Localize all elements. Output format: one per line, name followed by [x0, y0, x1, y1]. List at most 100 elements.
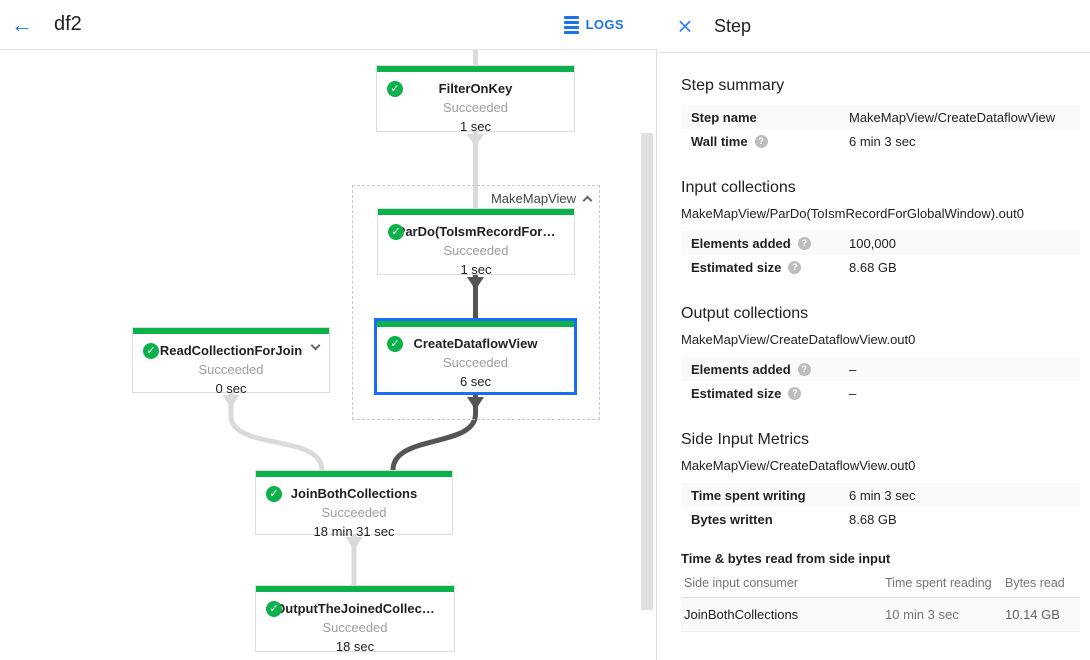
kv-label: Bytes written — [691, 511, 773, 527]
check-circle-icon: ✓ — [387, 81, 403, 97]
kv-row-time-spent-writing: Time spent writing 6 min 3 sec — [681, 483, 1080, 507]
graph-vertical-scrollbar[interactable] — [641, 133, 653, 610]
step-details-panel: × Step Step summary Step name MakeMapVie… — [658, 0, 1090, 660]
node-status: Succeeded — [321, 505, 387, 520]
node-status: Succeeded — [443, 243, 509, 258]
help-icon[interactable]: ? — [797, 236, 811, 250]
kv-label: Step name — [691, 109, 757, 125]
side-input-table: Side input consumer Time spent reading B… — [681, 570, 1080, 632]
graph-node-createdataflowview-selected[interactable]: ✓ CreateDataflowView Succeeded 6 sec — [374, 318, 577, 395]
side-input-collection-name: MakeMapView/CreateDataflowView.out0 — [681, 458, 916, 473]
cell-bytes-read: 10.14 GB — [1002, 597, 1080, 632]
step-summary-rows: Step name MakeMapView/CreateDataflowView… — [681, 105, 1080, 153]
kv-value: 8.68 GB — [849, 511, 897, 527]
top-bar: ← df2 LOGS — [0, 0, 658, 50]
logs-button[interactable]: LOGS — [563, 15, 624, 34]
group-label: MakeMapView — [490, 191, 576, 206]
kv-value: – — [849, 385, 857, 401]
node-status-bar — [133, 328, 329, 334]
kv-label: Elements added — [691, 235, 791, 251]
node-status-bar — [256, 471, 452, 477]
table-row: JoinBothCollections 10 min 3 sec 10.14 G… — [681, 597, 1080, 632]
side-input-metrics-heading: Side Input Metrics — [681, 431, 810, 448]
node-status: Succeeded — [322, 620, 388, 635]
kv-row-elements-added: Elements added ? – — [681, 357, 1080, 381]
chevron-up-icon — [582, 195, 593, 206]
check-circle-icon: ✓ — [387, 336, 403, 352]
input-collections-rows: Elements added ? 100,000 Estimated size … — [681, 231, 1080, 279]
table-header-row: Side input consumer Time spent reading B… — [681, 570, 1080, 598]
node-title: FilterOnKey — [438, 81, 513, 96]
node-time: 18 min 31 sec — [313, 524, 395, 539]
logs-list-icon — [563, 15, 579, 34]
job-graph-panel: MakeMapView ✓ FilterOnKey Succeeded 1 se… — [0, 50, 658, 660]
kv-value: – — [849, 361, 857, 377]
step-panel-header: × Step — [658, 0, 1090, 53]
node-time: 0 sec — [215, 381, 247, 396]
node-title: ParDo(ToIsmRecordFor… — [396, 224, 556, 239]
logs-button-label: LOGS — [585, 17, 624, 32]
chevron-down-icon[interactable] — [310, 340, 321, 351]
kv-row-estimated-size: Estimated size ? 8.68 GB — [681, 255, 1080, 279]
check-circle-icon: ✓ — [388, 224, 404, 240]
help-icon[interactable]: ? — [788, 260, 802, 274]
help-icon[interactable]: ? — [788, 386, 802, 400]
node-status-bar — [378, 209, 574, 215]
kv-label: Estimated size — [691, 385, 782, 401]
node-status: Succeeded — [198, 362, 264, 377]
kv-row-wall-time: Wall time ? 6 min 3 sec — [681, 129, 1080, 153]
check-circle-icon: ✓ — [143, 343, 159, 359]
panel-title: Step — [714, 15, 752, 36]
transform-group-makemapview: MakeMapView — [352, 185, 600, 420]
group-collapse-toggle[interactable]: MakeMapView — [490, 191, 593, 206]
kv-row-step-name: Step name MakeMapView/CreateDataflowView — [681, 105, 1080, 129]
kv-value: 6 min 3 sec — [849, 133, 916, 149]
node-status: Succeeded — [442, 355, 509, 370]
graph-edges — [222, 50, 484, 585]
output-collections-heading: Output collections — [681, 305, 809, 322]
graph-node-filteronkey[interactable]: ✓ FilterOnKey Succeeded 1 sec — [376, 65, 575, 134]
kv-label: Time spent writing — [691, 487, 806, 503]
node-title: ReadCollectionForJoin — [159, 343, 303, 358]
node-status-bar — [377, 66, 574, 72]
back-arrow-icon[interactable]: ← — [11, 11, 33, 37]
graph-node-outputthejoinedcollection[interactable]: ✓ OutputTheJoinedCollec… Succeeded 18 se… — [255, 585, 455, 654]
graph-node-pardo-toismrecord[interactable]: ✓ ParDo(ToIsmRecordFor… Succeeded 1 sec — [377, 208, 575, 277]
node-status: Succeeded — [442, 100, 509, 115]
kv-row-elements-added: Elements added ? 100,000 — [681, 231, 1080, 255]
graph-node-joinbothcollections[interactable]: ✓ JoinBothCollections Succeeded 18 min 3… — [255, 470, 453, 539]
node-time: 18 sec — [335, 639, 375, 654]
help-icon[interactable]: ? — [797, 362, 811, 376]
kv-value: 8.68 GB — [849, 259, 897, 275]
node-title: OutputTheJoinedCollec… — [275, 601, 435, 616]
cell-consumer: JoinBothCollections — [681, 597, 882, 632]
side-input-table-title: Time & bytes read from side input — [681, 551, 891, 566]
check-circle-icon: ✓ — [266, 601, 282, 617]
output-collections-rows: Elements added ? – Estimated size ? – — [681, 357, 1080, 405]
kv-label: Elements added — [691, 361, 791, 377]
col-bytes-read: Bytes read — [1002, 570, 1080, 598]
graph-node-readcollectionforjoin[interactable]: ✓ ReadCollectionForJoin Succeeded 0 sec — [132, 327, 330, 396]
kv-row-estimated-size: Estimated size ? – — [681, 381, 1080, 405]
kv-value: 6 min 3 sec — [849, 487, 916, 503]
kv-value: MakeMapView/CreateDataflowView — [849, 109, 1056, 125]
node-time: 6 sec — [459, 374, 492, 389]
step-summary-heading: Step summary — [681, 77, 785, 94]
check-circle-icon: ✓ — [266, 486, 282, 502]
output-collection-name: MakeMapView/CreateDataflowView.out0 — [681, 332, 916, 347]
input-collection-name: MakeMapView/ParDo(ToIsmRecordForGlobalWi… — [681, 206, 1024, 221]
kv-value: 100,000 — [849, 235, 896, 251]
col-time-spent-reading: Time spent reading — [882, 570, 1002, 598]
job-title: df2 — [54, 13, 82, 35]
cell-time-reading: 10 min 3 sec — [882, 597, 1002, 632]
node-time: 1 sec — [460, 262, 492, 277]
node-title: JoinBothCollections — [290, 486, 418, 501]
step-panel-body: Step summary Step name MakeMapView/Creat… — [658, 77, 1090, 632]
close-icon[interactable]: × — [677, 11, 693, 41]
side-input-metrics-rows: Time spent writing 6 min 3 sec Bytes wri… — [681, 483, 1080, 531]
node-time: 1 sec — [459, 119, 492, 134]
help-icon[interactable]: ? — [754, 134, 768, 148]
panel-divider — [656, 49, 657, 660]
kv-label: Estimated size — [691, 259, 782, 275]
